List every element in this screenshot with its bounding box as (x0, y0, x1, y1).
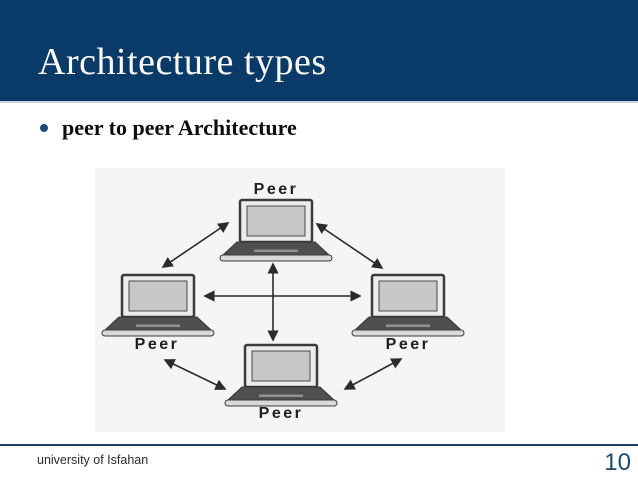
footer-text: university of Isfahan (37, 453, 149, 467)
laptop-icon-top (219, 198, 333, 262)
peer-label-left: Peer (135, 336, 180, 353)
footer-divider (0, 444, 638, 446)
peer-label-bottom: Peer (259, 405, 304, 422)
network-diagram-canvas: Peer Peer Peer Peer (101, 181, 465, 422)
peer-label-right: Peer (386, 336, 431, 353)
arrow-bottom-right (343, 358, 403, 390)
bullet-item: peer to peer Architecture (40, 115, 297, 141)
peer-label-top: Peer (254, 181, 299, 198)
connection-arrows (161, 222, 403, 390)
slide-header-bar: Architecture types (0, 0, 638, 103)
bullet-text: peer to peer Architecture (62, 115, 297, 140)
page-number: 10 (604, 449, 631, 476)
slide-title: Architecture types (38, 41, 327, 83)
laptop-icon-bottom (224, 343, 338, 407)
arrow-left-top (161, 222, 230, 268)
arrow-left-bottom (163, 359, 227, 390)
peer-to-peer-network-diagram: Peer Peer Peer Peer (95, 168, 505, 432)
laptop-icon-left (101, 273, 215, 337)
arrow-top-right (315, 223, 384, 269)
laptop-icon-right (351, 273, 465, 337)
bullet-dot-icon (40, 124, 48, 132)
